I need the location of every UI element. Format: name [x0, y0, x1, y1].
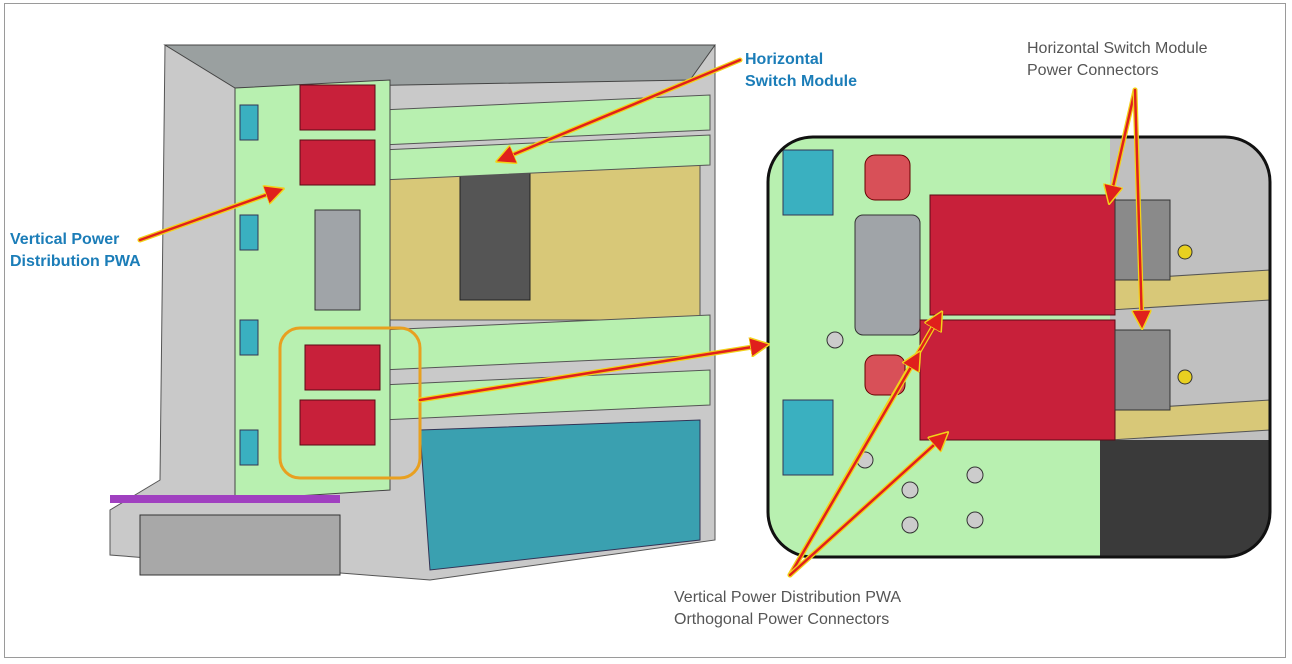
- label-orthogonal-connectors: Vertical Power Distribution PWA Orthogon…: [674, 587, 901, 631]
- teal-module: [419, 419, 701, 571]
- label-line: Power Connectors: [1027, 62, 1159, 79]
- red-connector: [304, 344, 381, 391]
- zoom-inset: [768, 137, 1270, 557]
- bottom-connector-block: [139, 514, 341, 576]
- label-line: Vertical Power: [10, 231, 120, 248]
- arrow-ortho-3: [787, 435, 945, 578]
- label-horizontal-switch-module: Horizontal Switch Module: [745, 49, 857, 93]
- label-line: Orthogonal Power Connectors: [674, 611, 890, 628]
- purple-rail: [110, 495, 340, 503]
- gray-connector: [314, 209, 361, 311]
- label-line: Vertical Power Distribution PWA: [674, 589, 902, 606]
- arrow-to-inset: [417, 345, 765, 403]
- arrow-hsm-conn-1: [1110, 87, 1138, 200]
- label-line: Switch Module: [745, 73, 857, 90]
- arrow-hsm-conn-2: [1135, 87, 1142, 325]
- teal-connector: [239, 104, 259, 141]
- arrow-ortho-2: [787, 355, 918, 578]
- teal-connector: [239, 214, 259, 251]
- red-connector: [299, 399, 376, 446]
- grid-structure: [459, 169, 531, 301]
- label-line: Distribution PWA: [10, 253, 141, 270]
- label-line: Horizontal Switch Module: [1027, 40, 1208, 57]
- red-connector: [299, 84, 376, 131]
- arrow-hsm: [500, 57, 743, 160]
- callout-highlight: [278, 326, 422, 480]
- red-connector: [299, 139, 376, 186]
- label-hsm-power-connectors: Horizontal Switch Module Power Connector…: [1027, 38, 1208, 82]
- arrow-vertical-pwa: [137, 190, 280, 243]
- teal-connector: [239, 429, 259, 466]
- teal-connector: [239, 319, 259, 356]
- figure-frame: [4, 3, 1286, 658]
- label-line: Horizontal: [745, 51, 824, 68]
- label-vertical-power-pwa: Vertical Power Distribution PWA: [10, 229, 141, 273]
